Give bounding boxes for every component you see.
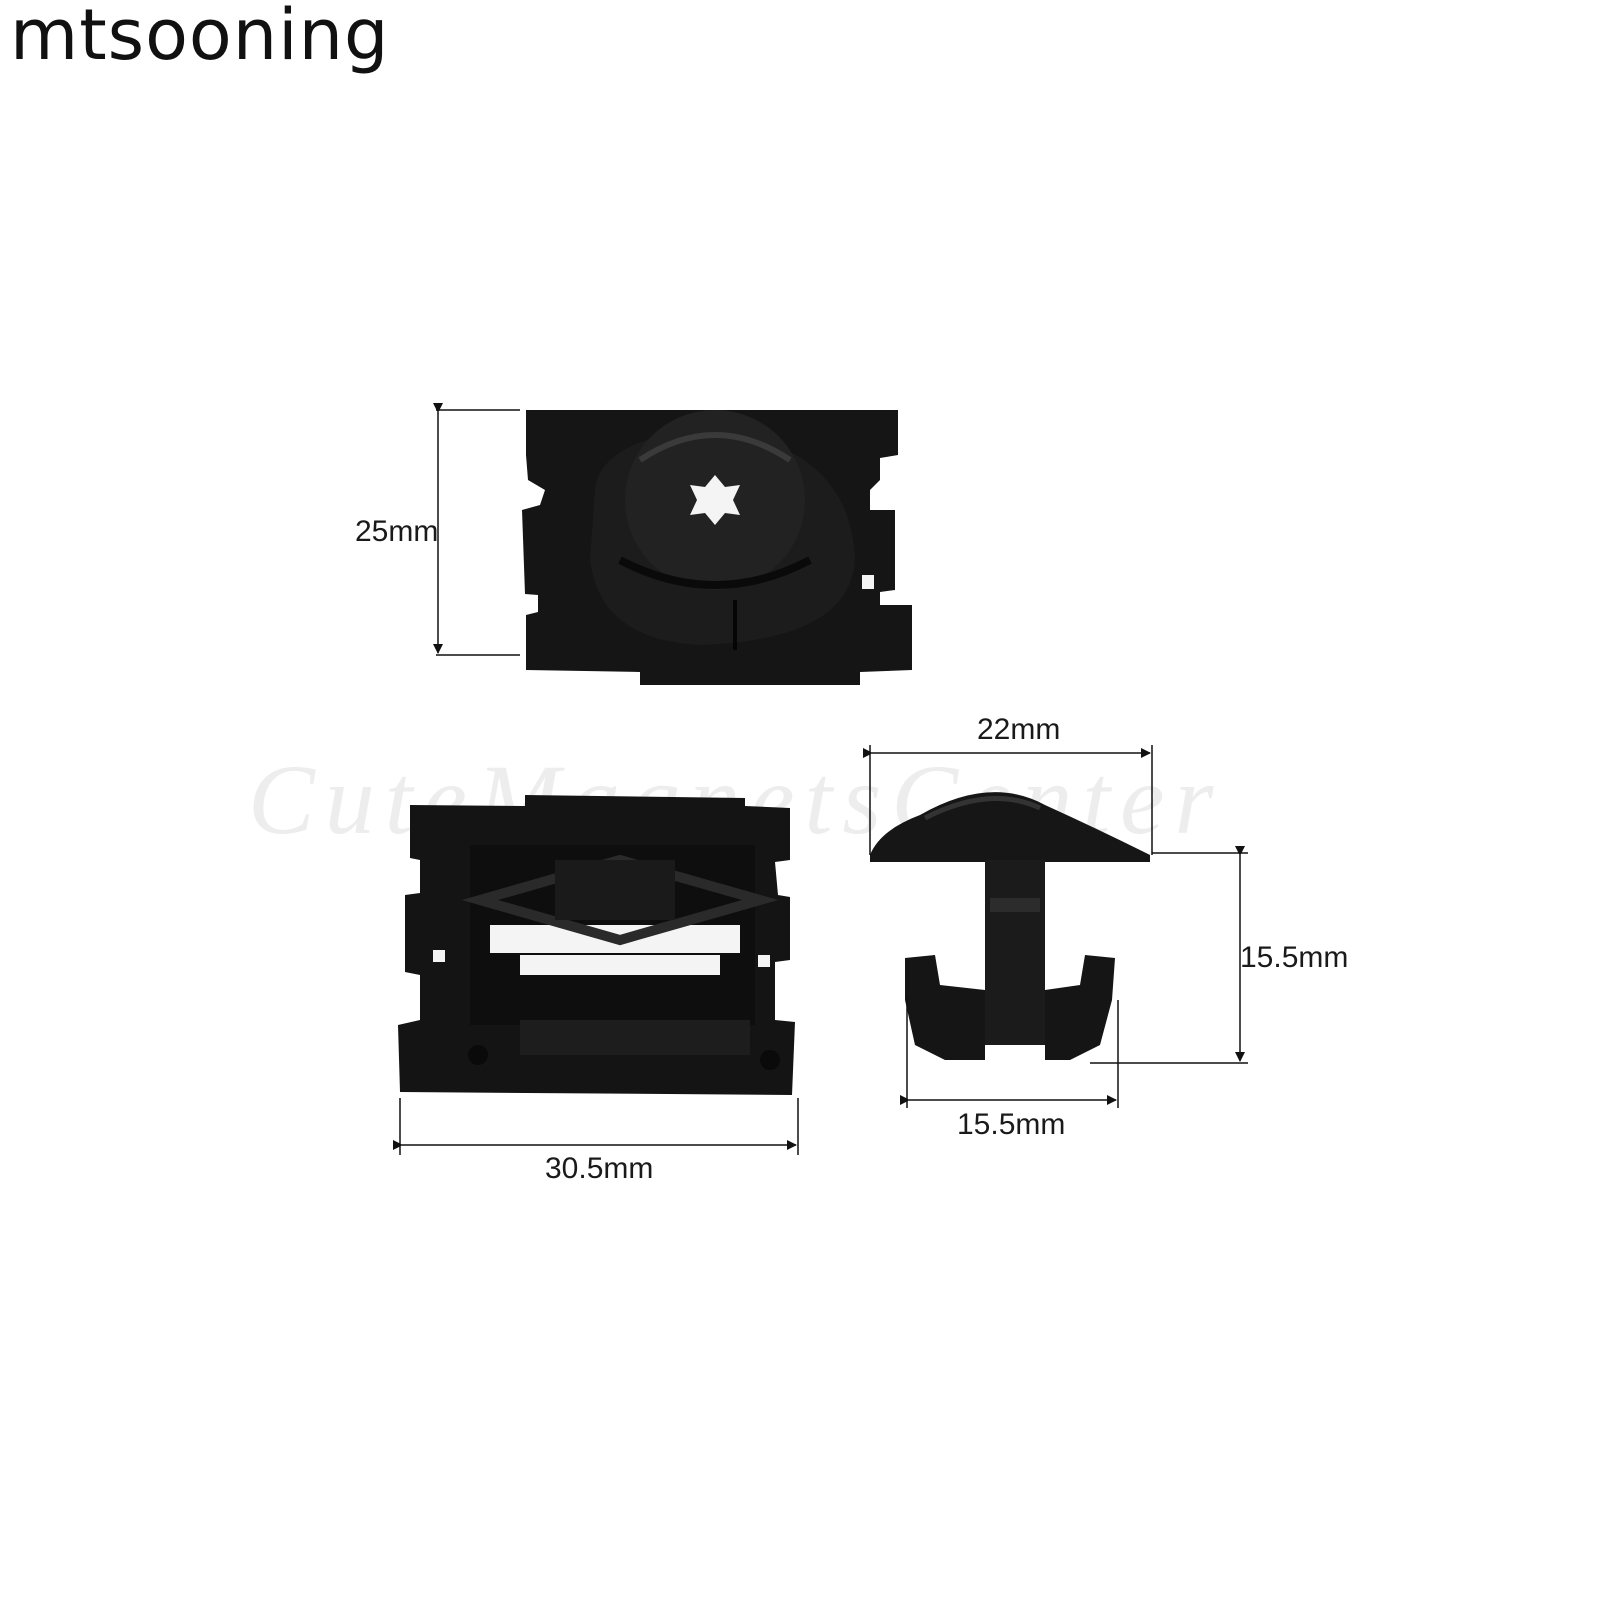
dimension-label-screw-height: 15.5mm xyxy=(1240,941,1349,974)
clip-top-view xyxy=(522,410,912,685)
screw-side-view xyxy=(870,792,1150,1060)
dimension-label-width-bottom: 30.5mm xyxy=(545,1152,654,1185)
clip-bottom-view xyxy=(398,795,795,1095)
dimension-label-screw-base-width: 15.5mm xyxy=(957,1108,1066,1141)
dimension-label-screw-head-width: 22mm xyxy=(977,713,1061,746)
dimension-label-height-top: 25mm xyxy=(355,515,439,548)
dimension-lines xyxy=(393,403,1248,1155)
brand-logo-text: mtsooning xyxy=(10,0,390,76)
